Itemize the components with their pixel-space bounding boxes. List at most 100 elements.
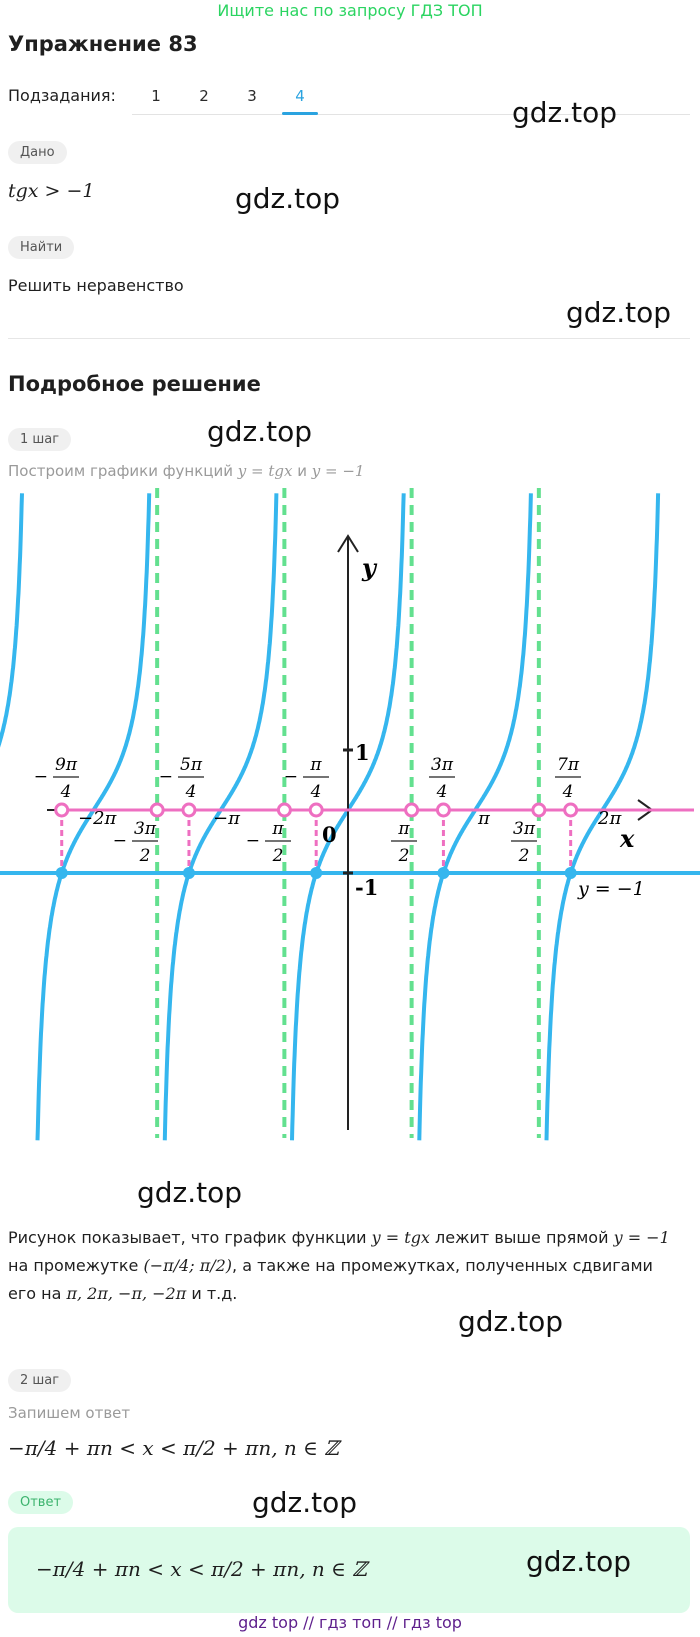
fraction-label: 9π 4− [34, 755, 79, 802]
fraction-numerator: π [309, 755, 322, 775]
fraction-denominator: 4 [562, 782, 574, 802]
given-pill: Дано [8, 141, 67, 164]
conclusion-part: на промежутке [8, 1256, 139, 1275]
fraction-denominator: 4 [436, 782, 448, 802]
label-pi: π [477, 808, 491, 829]
conclusion-formula: y = tgx [371, 1228, 430, 1247]
find-text: Решить неравенство [8, 276, 184, 295]
intersection-point [310, 867, 323, 879]
find-pill: Найти [8, 236, 75, 259]
fraction-sign: − [284, 767, 298, 787]
intersection-point [437, 867, 450, 879]
watermark: gdz.top [526, 1545, 632, 1578]
footer-links[interactable]: gdz top // гдз топ // гдз top [238, 1613, 462, 1632]
tangent-branch [0, 493, 24, 748]
tick-minus-1-label: -1 [355, 875, 378, 900]
conclusion-part: и т.д. [191, 1284, 238, 1303]
conclusion-text: Рисунок показывает, что график функции y… [8, 1224, 684, 1308]
fraction-sign: − [113, 831, 127, 851]
axis-open-point [531, 802, 547, 818]
fraction-numerator: π [271, 819, 284, 839]
conclusion-interval: (−π/4; π/2) [143, 1256, 233, 1275]
subtasks-label: Подзадания: [8, 86, 116, 105]
watermark: gdz.top [458, 1305, 564, 1338]
conclusion-part: Рисунок показывает, что график функции [8, 1228, 367, 1247]
fraction-numerator: 3π [134, 819, 157, 839]
step1-intro-and: и [297, 462, 307, 480]
subtasks-tabs: 1 2 3 4 [132, 76, 690, 115]
conclusion-part: , а также на промежутках, полученных сдв… [8, 1256, 653, 1303]
fraction-label: π2 [391, 819, 417, 866]
watermark: gdz.top [137, 1176, 243, 1209]
fraction-denominator: 2 [518, 846, 530, 866]
label-neg-2pi: −2π [78, 808, 118, 829]
answer-result: −π/4 + πn < x < π/2 + πn, n ∈ ℤ [36, 1557, 367, 1581]
tangent-branch [417, 493, 533, 1141]
y-axis-label: y [361, 553, 378, 582]
fraction-label: 7π4 [555, 755, 581, 802]
step1-intro-formula: y = −1 [311, 462, 365, 480]
fraction-label: π 4− [284, 755, 329, 802]
conclusion-part: лежит выше прямой [435, 1228, 609, 1247]
subtask-tab-4[interactable]: 4 [276, 76, 324, 115]
fraction-sign: − [159, 767, 173, 787]
fraction-numerator: 5π [180, 755, 203, 775]
answer-box: −π/4 + πn < x < π/2 + πn, n ∈ ℤ gdz.top [8, 1527, 690, 1613]
fraction-label: 3π2 [511, 819, 537, 866]
axis-open-point [404, 802, 420, 818]
watermark: gdz.top [235, 182, 341, 215]
divider [8, 338, 690, 339]
conclusion-formula: y = −1 [613, 1228, 670, 1247]
fraction-denominator: 2 [272, 846, 284, 866]
fraction-denominator: 4 [60, 782, 72, 802]
origin-label: 0 [322, 822, 337, 847]
page-title: Упражнение 83 [8, 32, 198, 56]
search-banner: Ищите нас по запросу ГДЗ ТОП [217, 1, 483, 20]
fraction-sign: − [246, 831, 260, 851]
step1-intro-text: Построим графики функций [8, 462, 233, 480]
fraction-numerator: 9π [55, 755, 78, 775]
step2-result: −π/4 + πn < x < π/2 + πn, n ∈ ℤ [8, 1436, 339, 1460]
step2-pill: 2 шаг [8, 1369, 72, 1392]
intersection-point [55, 867, 68, 879]
subtask-tab-2[interactable]: 2 [199, 87, 209, 105]
label-neg-pi: −π [213, 808, 241, 829]
given-expression: tgx > −1 [8, 180, 95, 202]
fraction-denominator: 4 [185, 782, 197, 802]
fraction-numerator: 3π [431, 755, 454, 775]
y-axis-arrow [337, 534, 359, 553]
fraction-sign: − [34, 767, 48, 787]
subtask-tab-1[interactable]: 1 [151, 87, 161, 105]
axis-open-point [54, 802, 70, 818]
projection-dashes [60, 810, 573, 873]
fraction-label: π 2− [246, 819, 291, 866]
subtask-tab-3[interactable]: 3 [247, 87, 257, 105]
axis-open-point [276, 802, 292, 818]
fraction-label: 5π 4− [159, 755, 204, 802]
axis-open-point [563, 802, 579, 818]
tick-1-label: 1 [355, 740, 370, 765]
axis-open-point [149, 802, 165, 818]
step2-intro: Запишем ответ [8, 1404, 131, 1422]
intersection-points [54, 802, 579, 879]
step1-intro: Построим графики функций y = tgx и y = −… [8, 462, 364, 480]
answer-pill: Ответ [8, 1491, 74, 1514]
x-axis-label: x [619, 824, 635, 853]
fraction-denominator: 4 [310, 782, 322, 802]
label-2pi: 2π [597, 808, 622, 829]
step1-pill: 1 шаг [8, 428, 72, 451]
fraction-denominator: 2 [398, 846, 410, 866]
axis-open-point [181, 802, 197, 818]
fraction-denominator: 2 [139, 846, 151, 866]
intersection-point [564, 867, 577, 879]
solution-heading: Подробное решение [8, 372, 261, 396]
fraction-numerator: π [397, 819, 410, 839]
fraction-label: 3π4 [429, 755, 455, 802]
line-label: y = −1 [577, 878, 645, 900]
conclusion-shifts: π, 2π, −π, −2π [66, 1284, 187, 1303]
watermark: gdz.top [252, 1486, 358, 1519]
fraction-numerator: 7π [557, 755, 580, 775]
watermark: gdz.top [512, 96, 618, 129]
watermark: gdz.top [566, 296, 672, 329]
